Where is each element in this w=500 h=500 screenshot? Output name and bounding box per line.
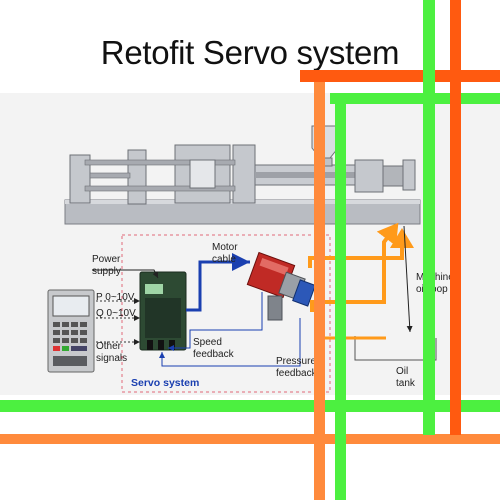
stripe-orange-horizontal-bottom xyxy=(0,434,500,444)
oil-tank xyxy=(354,336,437,361)
stripe-green-horizontal xyxy=(0,400,500,412)
servo-system-box xyxy=(121,234,331,393)
machine-oil-loop-line xyxy=(403,225,413,333)
stripe-green-vertical-2 xyxy=(423,0,435,435)
label-power-supply-2: supply xyxy=(92,266,121,277)
label-p-signal: P 0~10V xyxy=(96,292,135,303)
label-speed-feedback-1: Speed xyxy=(193,337,222,348)
label-servo-system: Servo system xyxy=(131,377,199,389)
label-oil-tank-1: Oil xyxy=(396,366,408,377)
stripe-orange-vertical-1 xyxy=(314,82,325,500)
label-other-signals-1: Other xyxy=(96,341,122,352)
stripe-green-vertical-1 xyxy=(335,93,346,500)
pressure-feedback-line xyxy=(159,318,301,367)
label-motor-cable-1: Motor xyxy=(212,242,238,253)
label-oil-loop-1: Machine xyxy=(416,272,454,283)
label-oil-tank-2: tank xyxy=(396,378,416,389)
servo-drive xyxy=(139,271,187,351)
stripe-orange-vertical-2 xyxy=(450,0,461,435)
diagram-title: Retofit Servo system xyxy=(100,34,400,71)
label-pressure-feedback-1: Pressure xyxy=(276,356,316,367)
motor-cable xyxy=(186,253,250,312)
label-motor-cable-2: cable xyxy=(212,254,236,265)
servo-motor-pump xyxy=(246,251,316,321)
label-power-supply-1: Power xyxy=(92,254,121,265)
label-pressure-feedback-2: feedback xyxy=(276,368,318,379)
label-other-signals-2: signals xyxy=(96,353,127,364)
label-speed-feedback-2: feedback xyxy=(193,349,235,360)
speed-feedback-line xyxy=(168,292,263,351)
oil-pipe-return xyxy=(310,222,399,312)
oil-pipe-supply xyxy=(308,228,414,268)
stripe-orange-horizontal-top xyxy=(300,70,500,82)
power-supply-line xyxy=(92,269,159,279)
stripe-green-horizontal-top xyxy=(330,93,500,104)
label-q-signal: Q 0~10V xyxy=(96,308,136,319)
machine-controller xyxy=(47,289,95,373)
